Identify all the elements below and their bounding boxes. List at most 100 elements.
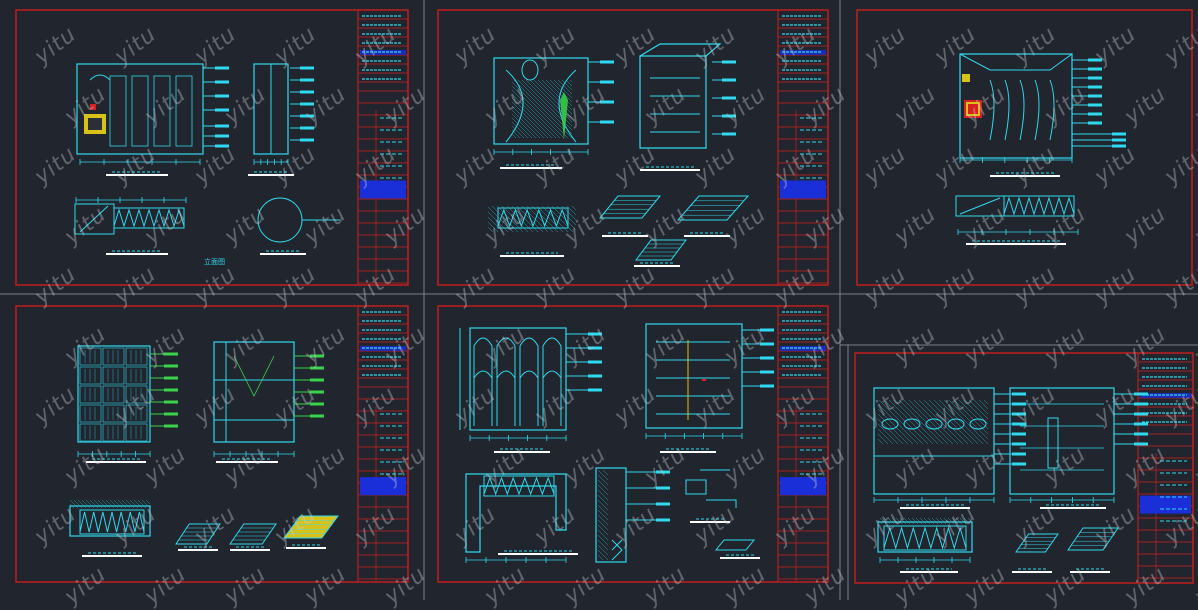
hatch-line: [145, 499, 151, 505]
annotation-text: [164, 376, 178, 380]
annotation-text: [588, 388, 602, 392]
hatch-line: [597, 489, 609, 501]
sheet-1-drawings: 立面图: [74, 63, 340, 266]
annotation-text: [760, 356, 774, 360]
annotation-text: [300, 126, 314, 130]
hatch-line: [908, 399, 954, 445]
hatch-line: [561, 79, 573, 91]
sheet-3-drawings: [955, 53, 1126, 245]
annotation-text: [1012, 412, 1026, 416]
hatch-line: [927, 517, 935, 525]
arched-door: [473, 337, 493, 426]
title-block-fill: [780, 477, 826, 496]
decor-curve: [89, 74, 111, 81]
plan-outline: [497, 207, 569, 229]
vase-outline: [505, 69, 577, 143]
hatch-line: [958, 399, 989, 430]
title-block-fill: [360, 477, 406, 496]
isometric-view: [635, 239, 687, 261]
hatch-line: [923, 517, 931, 525]
hatch-line: [511, 89, 561, 139]
decor-object: [90, 104, 96, 110]
hatch-line: [511, 117, 533, 139]
wardrobe-elevation: [873, 387, 995, 495]
hatch-line: [967, 517, 973, 523]
decor-curtain: [1034, 79, 1040, 141]
hatch-line: [511, 129, 521, 139]
tv-panel: [964, 100, 982, 118]
drawing-sheet-4: [15, 305, 409, 583]
hatch-line: [551, 205, 577, 231]
annotation-text: [300, 78, 314, 82]
ceiling-line: [959, 53, 1073, 71]
annotation-text: [310, 390, 324, 394]
title-block: [357, 9, 408, 285]
hatch-line: [129, 499, 139, 509]
plan-diagonal: [79, 205, 109, 233]
annotation-text: [722, 96, 736, 100]
shelf-cell: [102, 347, 125, 366]
hatch-line: [77, 499, 87, 509]
hatch-line: [109, 499, 119, 509]
hatch-line: [556, 205, 577, 226]
hatch-line: [903, 399, 949, 445]
hatch-line: [521, 205, 549, 233]
hatch-line: [541, 205, 569, 233]
hatch-line: [511, 85, 565, 139]
hatch-line: [511, 113, 537, 139]
annotation-text: [588, 332, 602, 336]
annotation-text: [164, 364, 178, 368]
drawing-sheet-5: [437, 305, 829, 583]
annotation-text: [1112, 144, 1126, 148]
annotation-text: [1088, 58, 1102, 62]
hatch-line: [85, 499, 95, 509]
detail-cross: [611, 539, 623, 561]
title-block-fill: [1140, 495, 1191, 514]
hatch-line: [487, 206, 514, 233]
hanger-zigzag: [483, 476, 555, 496]
decor-curtain: [1049, 79, 1055, 141]
annotation-text: [310, 402, 324, 406]
hatch-line: [511, 125, 525, 139]
annotation-text: [1134, 432, 1148, 436]
annotation-text: [164, 412, 178, 416]
hanging-item: [925, 418, 943, 430]
hatch-line: [923, 399, 969, 445]
detail-box: [714, 539, 756, 551]
hatch-line: [959, 517, 967, 525]
arch-detail: [473, 370, 493, 379]
annotation-text: [722, 132, 736, 136]
hatch-line: [877, 428, 894, 445]
hatch-line: [877, 423, 899, 445]
annotation-text: [760, 342, 774, 346]
plan-view: [877, 521, 973, 553]
hatch-line: [597, 519, 609, 531]
annotation-text: [1012, 422, 1026, 426]
annotation-text: [215, 124, 229, 128]
hatch-line: [597, 514, 609, 526]
plan-l-shape: [465, 473, 567, 553]
hatch-line: [89, 499, 99, 509]
annotation-text: [1088, 76, 1102, 80]
shelf-cell: [102, 366, 125, 385]
hatch-line: [511, 133, 517, 139]
cabinet-door-panel: [109, 75, 127, 147]
hatch-line: [105, 499, 115, 509]
annotation-text: [310, 366, 324, 370]
hatch-line: [597, 479, 609, 491]
decor-curtain: [989, 79, 995, 141]
hatch-line: [983, 399, 989, 405]
hatch-line: [933, 399, 979, 445]
hatch-line: [597, 494, 609, 506]
hatch-line: [911, 517, 919, 525]
hatch-line: [501, 205, 529, 233]
annotation-text: [656, 502, 670, 506]
hatch-line: [968, 399, 989, 420]
shelving-elevation: [77, 345, 151, 443]
hatch-line: [878, 399, 924, 445]
shelf-cell: [79, 385, 102, 404]
hatch-line: [891, 517, 899, 525]
hatch-line: [978, 399, 989, 410]
hanger-zigzag: [497, 208, 569, 228]
hatch-line: [81, 499, 91, 509]
